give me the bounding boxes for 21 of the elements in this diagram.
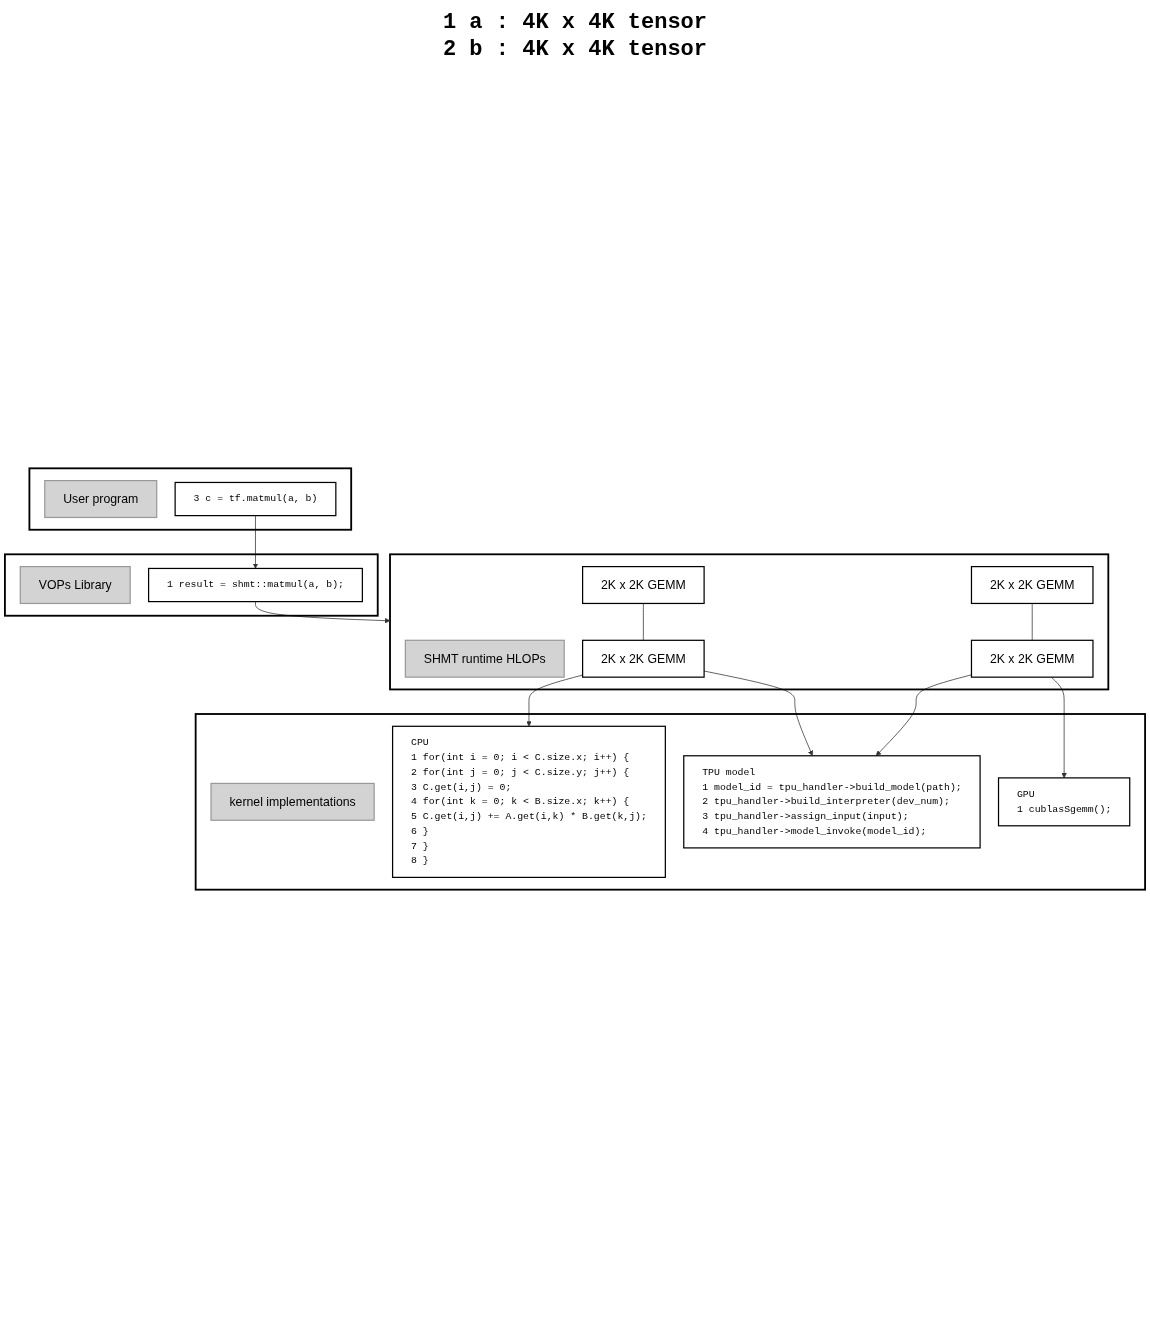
cluster (389, 553, 1110, 691)
node-box: 3 c = tf.matmul(a, b) (174, 481, 337, 517)
node-box: VOPs Library (19, 566, 131, 605)
cluster (28, 467, 353, 531)
node-box: 2K x 2K GEMM (582, 566, 705, 605)
node-box: TPU model 1 model_id = tpu_handler->build_model(path); 2 tpu_handler->build_interpreter(dev_num); 3 tpu_handler->assign_input(input); 4 tpu_handler->model_invoke(model_id); (683, 755, 981, 849)
node-box: 2K x 2K GEMM (970, 566, 1094, 605)
node-box: 2K x 2K GEMM (970, 639, 1094, 678)
node-box: User program (44, 480, 158, 519)
code-line: 2 b : 4K x 4K tensor (442, 37, 707, 62)
code-line: 1 a : 4K x 4K tensor (442, 10, 707, 35)
node-box: 2K x 2K GEMM (582, 639, 705, 678)
node-box: GPU 1 cublasSgemm(); (997, 777, 1131, 827)
connector (1031, 603, 1033, 641)
cluster (194, 713, 1146, 891)
cluster (4, 553, 379, 617)
node-box: CPU 1 for(int i = 0; i < C.size.x; i++) { 2 for(int j = 0; j < C.size.y; j++) { 3 C.get(i,j) = 0; 4 for(int k = 0; k < B.size.x; k++) { 5 C.get(i,j) += A.get(i,k) * B.get(k,j); 6 } 7 } 8 } (391, 725, 666, 878)
node-box: kernel implementations (210, 782, 375, 821)
node-box: SHMT runtime HLOPs (404, 639, 565, 678)
node-box: 1 result = shmt::matmul(a, b); (148, 567, 363, 603)
connector (643, 603, 644, 641)
